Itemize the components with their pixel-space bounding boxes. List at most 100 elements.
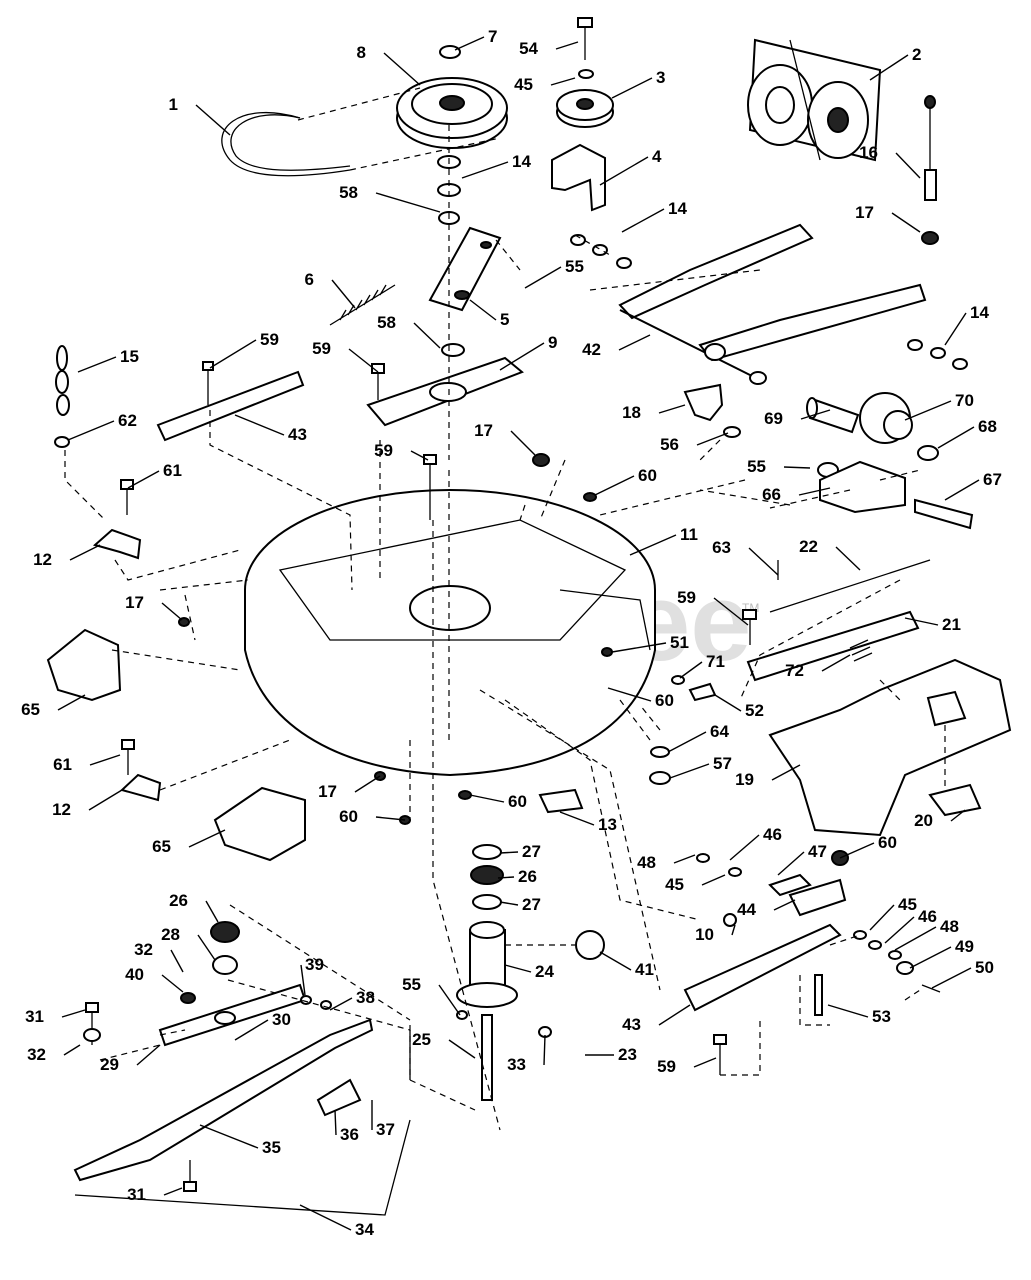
part-number-label: 46 <box>763 825 782 844</box>
callout-19: 19 <box>735 764 801 789</box>
part-number-label: 55 <box>402 975 421 994</box>
part-number-label: 59 <box>374 441 393 460</box>
callout-46: 46 <box>729 825 782 861</box>
deck-pulley <box>297 45 508 171</box>
part-number-label: 60 <box>638 466 657 485</box>
part-number-label: 27 <box>522 895 541 914</box>
callout-20: 20 <box>914 809 966 830</box>
leader-line <box>909 946 952 969</box>
assembly-dashed-lines <box>64 125 946 1131</box>
callout-24: 24 <box>504 962 554 981</box>
callout-61: 61 <box>127 461 182 489</box>
callout-59: 59 <box>374 441 429 461</box>
part-number-label: 17 <box>318 782 337 801</box>
leader-line <box>329 997 353 1011</box>
part-number-label: 2 <box>912 45 921 64</box>
leader-line <box>869 904 895 931</box>
callout-1: 1 <box>169 95 231 136</box>
lift-link-bracket <box>683 383 724 422</box>
idler-pulley <box>556 17 614 128</box>
part-number-label: 70 <box>955 391 974 410</box>
part-number-label: 20 <box>914 811 933 830</box>
leader-line <box>773 899 796 911</box>
leader-line <box>611 642 667 653</box>
part-number-label: 65 <box>152 837 171 856</box>
part-number-label: 6 <box>305 270 314 289</box>
callout-21: 21 <box>904 615 961 634</box>
leader-line <box>701 874 726 886</box>
leader-line <box>299 1204 352 1231</box>
callout-23: 23 <box>585 1045 637 1064</box>
leader-line <box>937 426 975 449</box>
part-number-label: 1 <box>169 95 178 114</box>
leader-line <box>469 299 497 321</box>
leader-line <box>77 356 117 373</box>
part-number-label: 59 <box>260 330 279 349</box>
part-number-label: 56 <box>660 435 679 454</box>
callout-48: 48 <box>894 917 959 951</box>
callout-31: 31 <box>127 1185 183 1204</box>
callout-17: 17 <box>855 203 921 233</box>
part-number-label: 8 <box>357 43 366 62</box>
leader-line <box>88 789 123 811</box>
leader-line <box>599 951 632 971</box>
part-number-label: 32 <box>134 940 153 959</box>
part-number-label: 12 <box>52 800 71 819</box>
part-number-label: 7 <box>488 27 497 46</box>
callout-59: 59 <box>657 1057 717 1076</box>
part-number-label: 21 <box>942 615 961 634</box>
part-number-label: 43 <box>622 1015 641 1034</box>
callout-26: 26 <box>169 891 219 923</box>
callout-46: 46 <box>884 907 937 944</box>
deck-support-bar-upper <box>156 370 305 442</box>
callout-49: 49 <box>909 937 974 969</box>
callout-67: 67 <box>944 470 1002 501</box>
leader-line <box>136 1044 161 1066</box>
callout-60: 60 <box>839 833 897 859</box>
callout-40: 40 <box>125 965 184 993</box>
leader-line <box>234 414 285 436</box>
leader-line <box>205 900 219 923</box>
leader-line <box>611 77 653 99</box>
part-number-label: 27 <box>522 842 541 861</box>
leader-line <box>550 77 576 86</box>
callout-61: 61 <box>53 754 121 774</box>
part-number-label: 60 <box>655 691 674 710</box>
callout-30: 30 <box>234 1010 291 1041</box>
leader-line <box>499 901 519 906</box>
callout-15: 15 <box>77 347 139 373</box>
callout-38: 38 <box>329 988 375 1011</box>
part-number-label: 31 <box>127 1185 146 1204</box>
deck-hanger-rear <box>213 786 306 862</box>
callout-39: 39 <box>300 955 324 996</box>
leader-line <box>618 334 651 351</box>
callout-50: 50 <box>931 958 994 989</box>
leader-line <box>127 470 160 489</box>
callout-45: 45 <box>514 75 576 94</box>
leader-line <box>827 1004 869 1018</box>
callout-60: 60 <box>607 687 674 710</box>
callout-59: 59 <box>312 339 379 373</box>
leader-line <box>69 544 101 561</box>
callout-4: 4 <box>599 147 662 186</box>
part-number-label: 26 <box>169 891 188 910</box>
leader-line <box>438 984 461 1016</box>
callout-31: 31 <box>25 1007 86 1026</box>
part-number-label: 65 <box>21 700 40 719</box>
leader-line <box>161 602 183 621</box>
part-number-label: 4 <box>652 147 662 166</box>
callout-27: 27 <box>499 895 541 914</box>
leader-line <box>170 949 184 973</box>
leader-line <box>696 432 729 446</box>
leader-line <box>950 809 966 822</box>
callout-35: 35 <box>199 1124 281 1157</box>
callout-17: 17 <box>125 593 183 621</box>
leader-line <box>510 430 536 456</box>
part-number-label: 60 <box>878 833 897 852</box>
callout-28: 28 <box>161 925 216 961</box>
part-number-label: 13 <box>598 815 617 834</box>
part-number-label: 59 <box>677 588 696 607</box>
drive-belt <box>221 111 351 177</box>
callout-17: 17 <box>318 775 381 801</box>
leader-line <box>555 41 579 50</box>
